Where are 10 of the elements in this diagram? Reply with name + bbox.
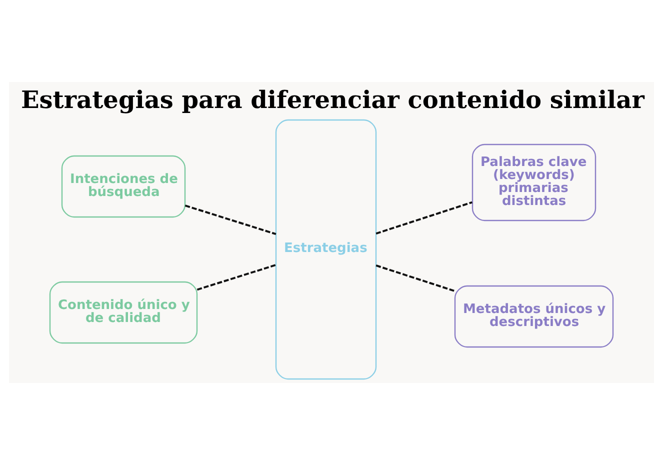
connector xyxy=(196,264,276,291)
node-box: Palabras clave (keywords) primarias distintas xyxy=(472,144,596,222)
connector xyxy=(184,204,276,236)
connector xyxy=(376,264,456,292)
node-box: Metadatos únicos y descriptivos xyxy=(454,285,614,348)
node-box: Intenciones de búsqueda xyxy=(61,155,186,218)
node-box: Estrategias xyxy=(275,119,377,380)
node-box: Contenido único y de calidad xyxy=(49,281,198,344)
connector xyxy=(376,201,472,234)
diagram-title: Estrategias para diferenciar contenido similar xyxy=(21,85,644,114)
